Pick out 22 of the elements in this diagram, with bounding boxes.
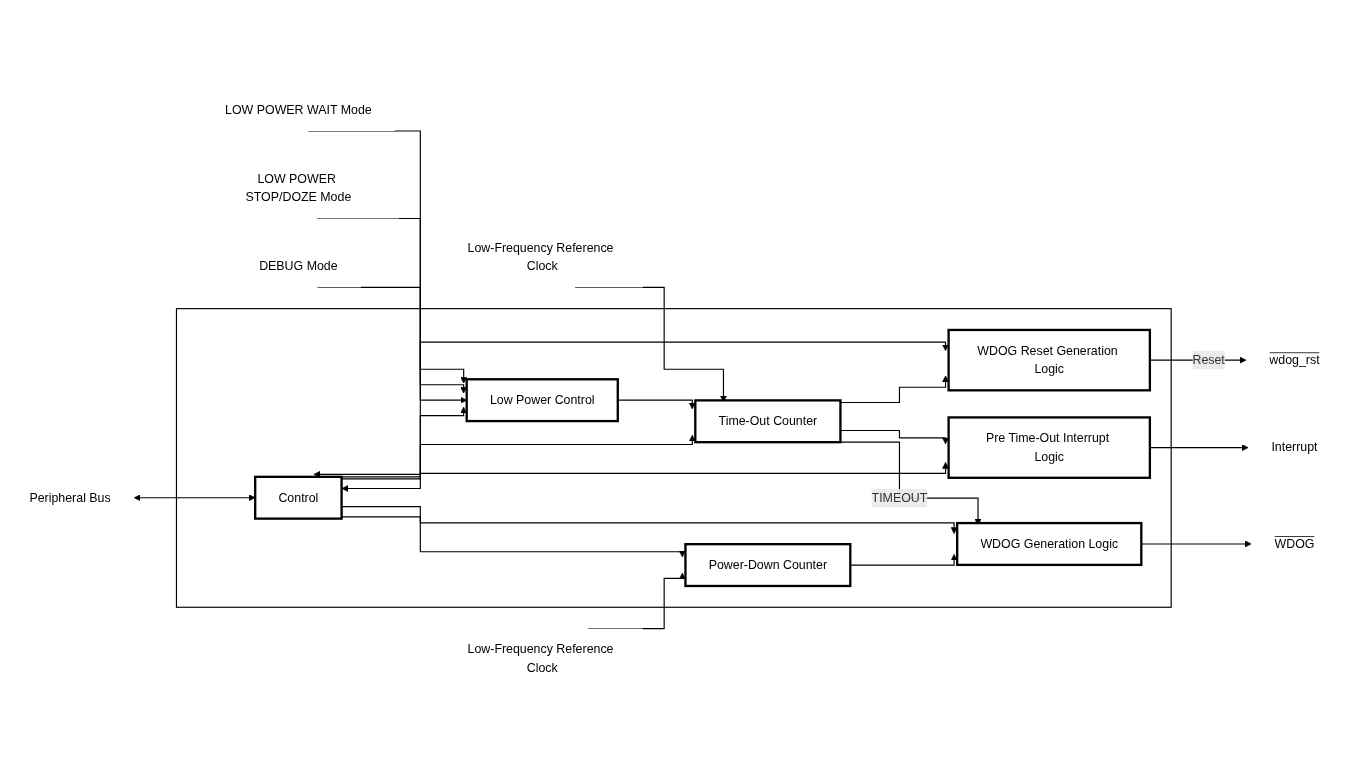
arrow <box>617 400 696 410</box>
node-text: Interrupt <box>1271 441 1318 455</box>
arrow <box>313 342 949 479</box>
arrow <box>1149 444 1249 452</box>
node-box: WDOG Reset Generation Logic <box>947 329 1152 392</box>
node-box: WDOG Generation Logic <box>956 522 1143 567</box>
arrow <box>341 516 686 558</box>
node-text: WDOG <box>1274 537 1315 551</box>
node-text: Peripheral Bus <box>29 491 111 505</box>
edge-label: TIMEOUT <box>871 491 928 505</box>
edge-label: Reset <box>1192 353 1225 367</box>
node-box: Time-Out Counter <box>694 399 842 444</box>
arrow <box>133 494 256 502</box>
arrow <box>341 506 958 535</box>
node-text: wdog_rst <box>1269 353 1320 367</box>
arrow <box>341 435 696 480</box>
node-box: Power-Down Counter <box>684 543 852 588</box>
node-box: Low Power Control <box>465 378 619 423</box>
cluster <box>175 308 1172 609</box>
arrow <box>341 462 949 493</box>
node-box: Pre Time-Out Interrupt Logic <box>947 416 1152 480</box>
node-box: Control <box>254 476 343 521</box>
